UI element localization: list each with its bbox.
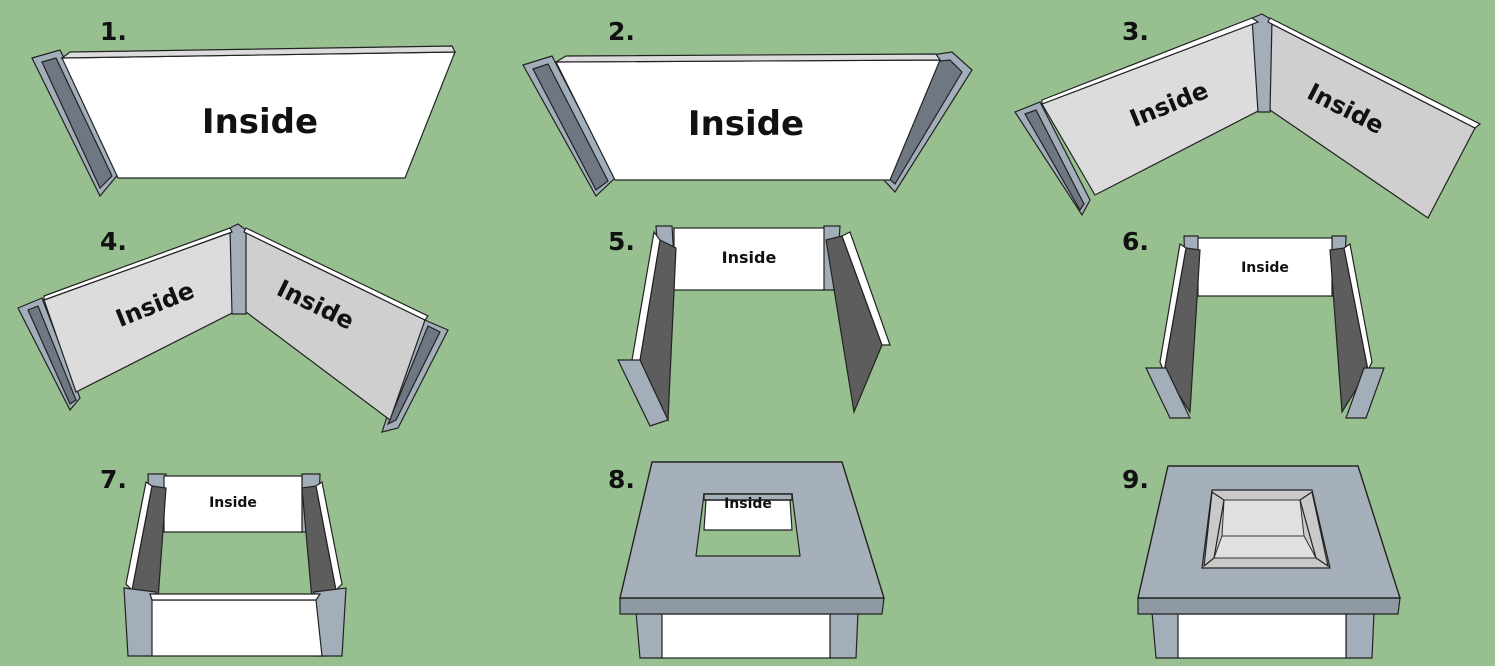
step-5-right-panel-edge	[841, 231, 891, 346]
step-5: 5. Inside	[608, 225, 891, 427]
step-9-leg-left	[1151, 611, 1181, 659]
step-7: 7. Inside	[100, 465, 347, 657]
step-9-leg-right	[1345, 611, 1375, 659]
step-8-leg-right	[829, 611, 859, 659]
step-5-left-post	[617, 359, 669, 427]
step-5-number: 5.	[608, 227, 635, 256]
step-4: 4. Inside Inside	[17, 223, 449, 433]
step-3-block-groove	[1024, 109, 1085, 212]
step-6-right-panel-edge	[1343, 242, 1373, 372]
step-6-inside-label: Inside	[1241, 260, 1289, 276]
step-7-right-panel-edge	[315, 481, 343, 592]
step-6-number: 6.	[1122, 227, 1149, 256]
step-7-number: 7.	[100, 465, 127, 494]
step-8-leg-left	[635, 611, 665, 659]
step-9-insert-left-wall	[1203, 490, 1225, 568]
step-1: 1. Inside	[31, 17, 456, 198]
step-6-right-post	[1345, 367, 1385, 419]
step-3: 3. Inside Inside	[1014, 13, 1482, 219]
step-1-inside-label: Inside	[202, 102, 318, 142]
step-4-panel-right-top	[243, 227, 429, 321]
step-7-back-panel	[163, 475, 303, 533]
step-7-front-panel	[151, 599, 323, 657]
step-8-number: 8.	[608, 465, 635, 494]
step-9-insert-floor	[1213, 535, 1317, 559]
step-1-number: 1.	[100, 17, 127, 46]
step-6-back-panel	[1197, 237, 1333, 297]
step-9-front-panel	[1177, 613, 1347, 659]
step-8-inside-label: Inside	[724, 496, 772, 512]
step-9: 9.	[1122, 465, 1401, 659]
step-3-corner-post	[1251, 13, 1273, 113]
step-3-number: 3.	[1122, 17, 1149, 46]
step-2-panel-top-edge	[553, 53, 942, 63]
step-5-back-panel	[673, 227, 825, 291]
step-6: 6. Inside	[1122, 227, 1385, 419]
step-6-left-post	[1145, 367, 1191, 419]
step-7-inside-label: Inside	[209, 495, 257, 511]
step-9-insert-back-wall	[1221, 499, 1305, 537]
step-4-block-right-groove	[386, 325, 441, 426]
step-2: 2. Inside	[522, 17, 973, 197]
step-4-panel-left-top	[43, 227, 233, 301]
step-1-block-groove	[41, 57, 113, 190]
step-5-inside-label: Inside	[722, 248, 777, 267]
step-4-number: 4.	[100, 227, 127, 256]
step-9-slab-front-edge	[1137, 597, 1401, 615]
step-4-corner-post	[229, 223, 247, 315]
step-1-panel-top-edge	[60, 45, 456, 59]
step-2-block-left-groove	[532, 63, 609, 191]
step-4-block-left-groove	[27, 305, 77, 405]
step-9-number: 9.	[1122, 465, 1149, 494]
step-3-panel-right-top	[1267, 17, 1482, 129]
step-3-panel-left-top	[1041, 17, 1260, 105]
step-8: 8. Inside	[608, 461, 885, 659]
step-8-opening-rim	[703, 493, 793, 501]
step-8-slab-front-edge	[619, 597, 885, 615]
step-2-number: 2.	[608, 17, 635, 46]
step-7-front-panel-top	[149, 593, 322, 601]
step-2-inside-label: Inside	[688, 104, 804, 144]
step-9-insert-right-wall	[1299, 491, 1329, 568]
step-8-front-panel	[661, 613, 831, 659]
